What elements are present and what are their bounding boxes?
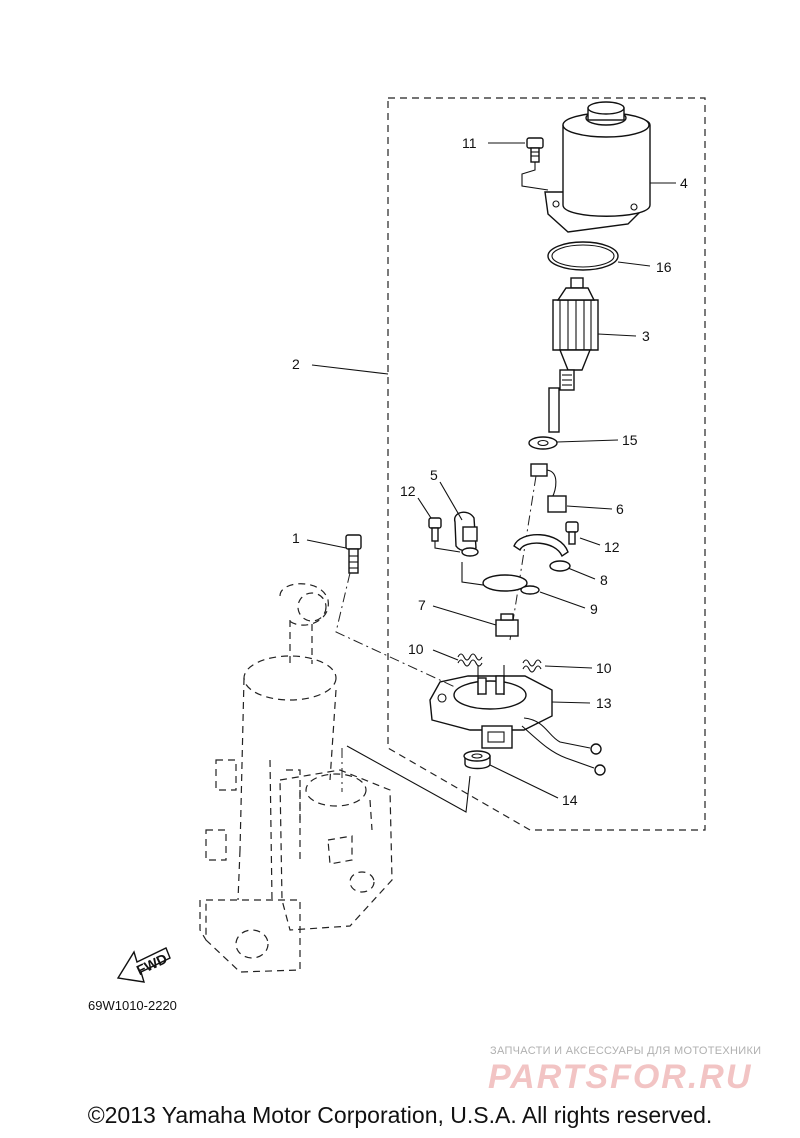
copyright-notice: ©2013 Yamaha Motor Corporation, U.S.A. A… xyxy=(87,1102,713,1128)
callout-13: 13 xyxy=(596,695,612,711)
plate-9-part xyxy=(482,574,540,595)
callout-5: 5 xyxy=(430,467,438,483)
callout-8: 8 xyxy=(600,572,608,588)
callout-3: 3 xyxy=(642,328,650,344)
bolt-11-part xyxy=(521,137,549,191)
callout-9: 9 xyxy=(590,601,598,617)
callout-12-left: 12 xyxy=(400,483,416,499)
fwd-label: FWD xyxy=(134,950,170,978)
callout-1: 1 xyxy=(292,530,300,546)
callout-15: 15 xyxy=(622,432,638,448)
callout-10-right: 10 xyxy=(596,660,612,676)
callout-10-left: 10 xyxy=(408,641,424,657)
callout-6: 6 xyxy=(616,501,624,517)
callout-7: 7 xyxy=(418,597,426,613)
brush-holder-5-part xyxy=(454,511,479,557)
callout-labels: 11 4 16 3 2 15 5 12 6 1 12 8 7 9 10 10 1… xyxy=(292,135,688,808)
bolt-1-part xyxy=(335,534,456,688)
washer-15-part xyxy=(528,436,558,450)
screw-12-left-part xyxy=(428,517,461,553)
watermark-brand: PARTSFOR.RU xyxy=(488,1058,753,1096)
springs-10-part xyxy=(457,653,542,673)
callout-4: 4 xyxy=(680,175,688,191)
o-ring-part xyxy=(547,241,619,271)
callout-2: 2 xyxy=(292,356,300,372)
brush-7-part xyxy=(495,613,519,637)
drawing-code: 69W1010-2220 xyxy=(88,998,177,1013)
bushing-14-part xyxy=(463,750,491,770)
brush-6-part xyxy=(509,463,567,641)
callout-16: 16 xyxy=(656,259,672,275)
motor-housing-part xyxy=(544,101,651,233)
callout-12-right: 12 xyxy=(604,539,620,555)
tilt-cylinder-phantom xyxy=(199,583,471,973)
callout-11: 11 xyxy=(462,135,477,151)
watermark-tagline: ЗАПЧАСТИ И АКСЕССУАРЫ ДЛЯ МОТОТЕХНИКИ xyxy=(490,1045,762,1057)
callout-14: 14 xyxy=(562,792,578,808)
assembly-boundary xyxy=(387,97,706,831)
brush-plate-13-part xyxy=(429,665,606,776)
armature-part xyxy=(548,277,599,433)
screw-12-right-part xyxy=(565,521,579,545)
leader-lines xyxy=(306,142,676,799)
fwd-arrow-icon: FWD xyxy=(116,947,171,983)
